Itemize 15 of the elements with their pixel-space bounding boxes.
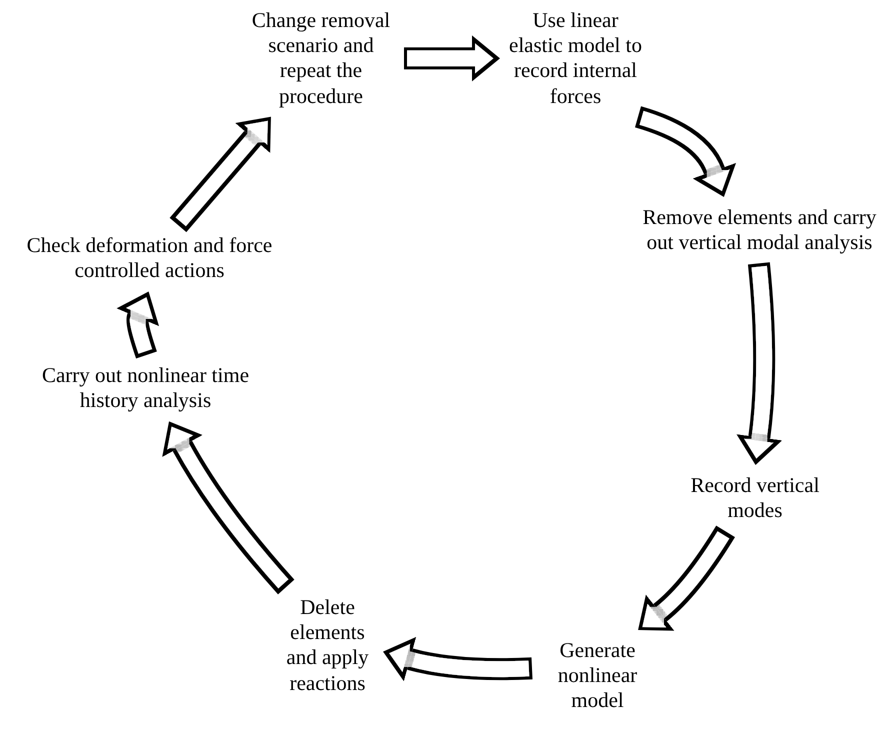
block-arrow xyxy=(736,262,782,466)
block-arrow xyxy=(116,290,160,358)
block-arrow xyxy=(162,422,294,594)
step-label: Use linear elastic model to record internal forces xyxy=(508,8,643,109)
step-label: Record vertical modes xyxy=(680,473,830,524)
block-arrow xyxy=(404,35,500,82)
step-label: Carry out nonlinear time history analysis xyxy=(18,363,273,414)
block-arrow xyxy=(170,116,271,232)
block-arrow xyxy=(638,526,735,631)
step-label: Check deformation and force controlled actions xyxy=(22,233,277,284)
block-arrow xyxy=(382,636,532,682)
step-label: Remove elements and carry out vertical modal analysis xyxy=(632,205,887,256)
step-label: Delete elements and apply reactions xyxy=(280,595,375,696)
step-label: Generate nonlinear model xyxy=(540,638,655,714)
step-label: Change removal scenario and repeat the procedure xyxy=(246,8,396,109)
